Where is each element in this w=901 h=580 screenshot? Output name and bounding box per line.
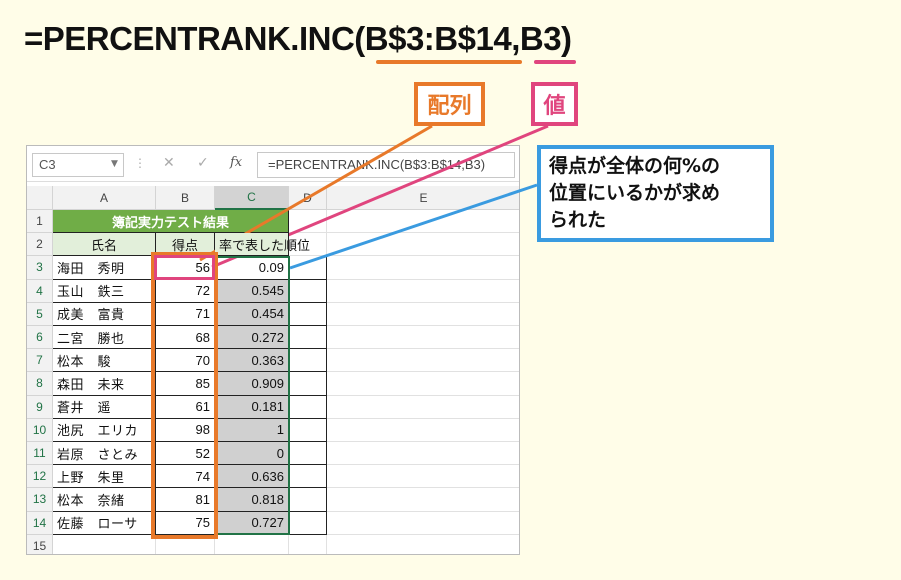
column-header-c[interactable]: C [215,186,289,210]
cell[interactable] [215,534,289,554]
row-header-6[interactable]: 6 [27,326,53,350]
cell[interactable] [289,210,327,234]
row-header-10[interactable]: 10 [27,418,53,442]
cell[interactable] [156,534,215,554]
cell-rank[interactable] [289,395,327,419]
cell[interactable] [327,488,519,512]
cell-rate[interactable]: 0.181 [215,395,289,419]
column-header-d[interactable]: D [289,186,327,210]
formula-input[interactable]: =PERCENTRANK.INC(B$3:B$14,B3) [257,152,515,178]
sheet-title[interactable]: 簿記実力テスト結果 [53,210,289,234]
column-header-b[interactable]: B [156,186,215,210]
cell-name[interactable]: 佐藤 ローサ [53,511,156,535]
cell-rate[interactable]: 0.363 [215,349,289,373]
excel-window: C3 ▼ ⋮ ✕ ✓ fx =PERCENTRANK.INC(B$3:B$14,… [26,145,520,555]
cell[interactable] [327,349,519,373]
result-callout-line2: 位置にいるかが求め [549,182,721,204]
cell-rank[interactable] [289,372,327,396]
cell-rate[interactable]: 0.636 [215,465,289,489]
column-header-a[interactable]: A [53,186,156,210]
row-header-7[interactable]: 7 [27,349,53,373]
row-header-1[interactable]: 1 [27,210,53,234]
cell-name[interactable]: 森田 未来 [53,372,156,396]
cell-name[interactable]: 松本 奈緒 [53,488,156,512]
cell[interactable] [53,534,156,554]
result-callout-line3: られた [549,209,607,231]
grip-icon: ⋮ [134,156,146,170]
cell-rank[interactable] [289,511,327,535]
cell-rank[interactable] [289,442,327,466]
cell[interactable] [327,512,519,535]
cell-name[interactable]: 松本 駿 [53,349,156,373]
cell[interactable] [327,419,519,442]
cell-rank[interactable] [289,256,327,280]
row-header-11[interactable]: 11 [27,442,53,466]
formula-title: =PERCENTRANK.INC(B$3:B$14,B3) [24,20,572,57]
cell-rank[interactable] [289,418,327,442]
cell-name[interactable]: 玉山 鉄三 [53,279,156,303]
name-box-dropdown-icon[interactable]: ▼ [111,159,118,169]
cell[interactable] [327,396,519,419]
cancel-icon[interactable]: ✕ [163,155,175,171]
array-callout-label: 配列 [427,94,472,119]
row-header-14[interactable]: 14 [27,511,53,535]
name-box[interactable]: C3 [32,153,124,177]
cell-rank[interactable] [289,279,327,303]
cell[interactable] [289,534,327,554]
cell-name[interactable]: 二宮 勝也 [53,326,156,350]
cell[interactable] [327,326,519,350]
column-header-e[interactable]: E [327,186,519,210]
insert-function-icon[interactable]: fx [230,155,243,170]
header-rate[interactable]: 率で表した順位 [215,233,310,257]
value-cell-highlight [154,255,215,280]
row-header-4[interactable]: 4 [27,279,53,303]
cell-rate[interactable]: 0.818 [215,488,289,512]
cell[interactable] [327,233,519,257]
cell[interactable] [327,372,519,396]
cell[interactable] [327,256,519,280]
row-header-8[interactable]: 8 [27,372,53,396]
cell-rate[interactable]: 0.272 [215,326,289,350]
cell-name[interactable]: 池尻 エリカ [53,418,156,442]
row-header-13[interactable]: 13 [27,488,53,512]
array-underline [376,60,522,64]
cell[interactable] [327,442,519,466]
cell-name[interactable]: 岩原 さとみ [53,442,156,466]
formula-bar: C3 ▼ ⋮ ✕ ✓ fx =PERCENTRANK.INC(B$3:B$14,… [27,146,519,182]
value-underline [534,60,576,64]
cell-name[interactable]: 上野 朱里 [53,465,156,489]
result-callout-line1: 得点が全体の何%の [549,155,721,177]
selection-range [214,256,290,535]
row-header-9[interactable]: 9 [27,395,53,419]
array-range-highlight [151,252,218,539]
cell[interactable] [327,465,519,489]
cell-name[interactable]: 海田 秀明 [53,256,156,280]
select-all-corner[interactable] [27,186,53,210]
cell-name[interactable]: 蒼井 遥 [53,395,156,419]
cell[interactable] [327,280,519,303]
row-header-12[interactable]: 12 [27,465,53,489]
cell-rank[interactable] [289,302,327,326]
value-callout-label: 値 [543,94,566,119]
cell-rank[interactable] [289,349,327,373]
cell-rank[interactable] [289,465,327,489]
cell-rate[interactable]: 0.545 [215,279,289,303]
row-header-15[interactable]: 15 [27,534,53,554]
row-header-2[interactable]: 2 [27,233,53,257]
cell[interactable] [327,210,519,234]
cell-rank[interactable] [289,326,327,350]
enter-icon[interactable]: ✓ [197,155,209,171]
cell-rate[interactable]: 0.454 [215,302,289,326]
cell-name[interactable]: 成美 富貴 [53,302,156,326]
array-callout: 配列 [414,82,485,126]
cell-rank[interactable] [289,488,327,512]
header-name[interactable]: 氏名 [53,233,156,257]
cell[interactable] [327,303,519,326]
row-header-3[interactable]: 3 [27,256,53,280]
value-callout: 値 [531,82,578,126]
row-header-5[interactable]: 5 [27,302,53,326]
result-callout: 得点が全体の何%の 位置にいるかが求め られた [537,145,774,242]
cell[interactable] [327,535,519,554]
